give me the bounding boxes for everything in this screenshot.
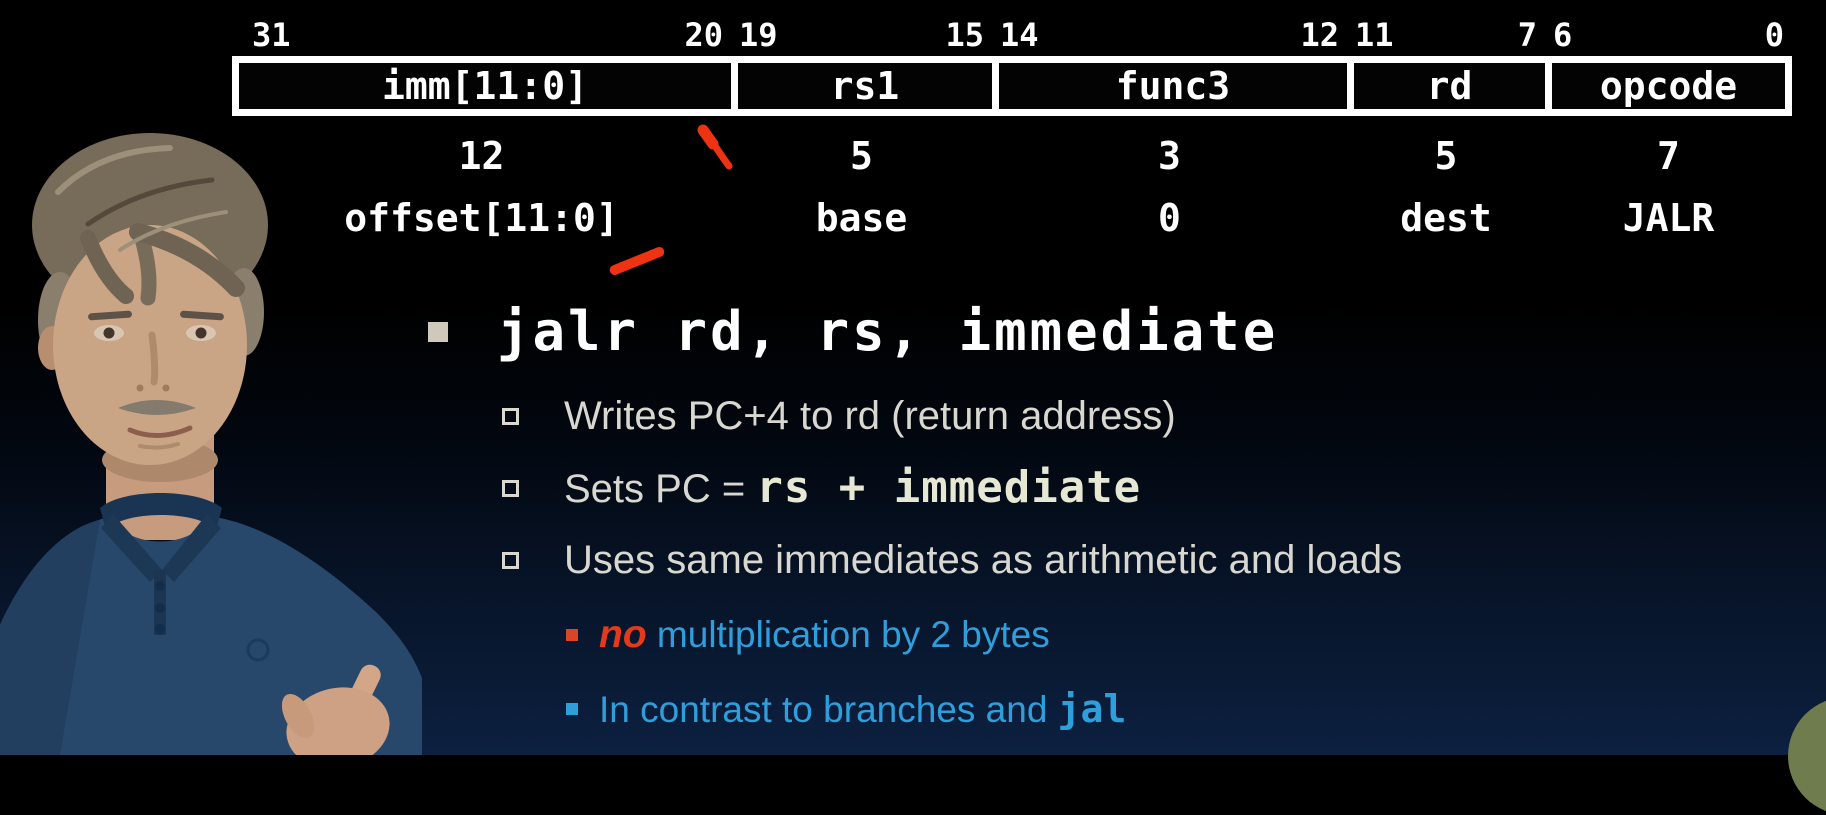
presenter-hand <box>281 664 390 755</box>
hollow-square-bullet-icon <box>502 480 519 497</box>
square-bullet-icon <box>428 322 448 342</box>
presenter-head <box>32 133 268 465</box>
field-bit-width: 5 <box>1434 134 1458 178</box>
bullet-text: In contrast to branches and jal <box>599 686 1126 733</box>
presenter-photo <box>0 133 422 755</box>
bit-hi-label: 14 <box>1000 16 1039 54</box>
bullet-writes-pc: Writes PC+4 to rd (return address) <box>502 392 1176 440</box>
field-operand-label: offset[11:0] <box>344 196 619 240</box>
field-name-cell: imm[11:0] <box>232 56 731 116</box>
bit-hi-label: 11 <box>1355 16 1394 54</box>
bit-hi-label: 31 <box>252 16 291 54</box>
field-bit-width: 5 <box>850 134 873 178</box>
field-bit-width: 7 <box>1657 134 1680 178</box>
hollow-square-bullet-icon <box>502 408 519 425</box>
field-bit-width: 3 <box>1158 134 1181 178</box>
field-column-rs1: 19 15 rs1 5 base <box>731 8 992 240</box>
bullet-no-multiplication: no multiplication by 2 bytes <box>566 612 1050 658</box>
bullet-text-rest: multiplication by 2 bytes <box>646 614 1050 655</box>
bullet-in-contrast: In contrast to branches and jal <box>566 686 1126 733</box>
bit-range-labels: 6 0 <box>1545 8 1792 56</box>
bit-lo-label: 0 <box>1764 16 1784 54</box>
bit-range-labels: 19 15 <box>731 8 992 56</box>
hollow-square-bullet-icon <box>502 552 519 569</box>
bullet-text-prefix: In contrast to branches and <box>599 689 1058 730</box>
emphasis-no: no <box>599 613 647 656</box>
inline-code: rs + immediate <box>756 462 1142 513</box>
field-name-cell: rs1 <box>731 56 992 116</box>
bullet-text: Writes PC+4 to rd (return address) <box>564 394 1176 438</box>
field-bit-width: 12 <box>458 134 505 178</box>
field-operand-label: JALR <box>1622 196 1715 240</box>
field-operand-label: dest <box>1400 196 1492 240</box>
bit-lo-label: 12 <box>1300 16 1339 54</box>
red-annotation-arrow <box>697 124 733 170</box>
field-column-opcode: 6 0 opcode 7 JALR <box>1545 8 1792 240</box>
field-name-cell: func3 <box>992 56 1347 116</box>
jalr-syntax-heading: jalr rd, rs, immediate <box>497 300 1279 363</box>
field-operand-label: base <box>815 196 908 240</box>
field-name-cell: rd <box>1347 56 1545 116</box>
bit-range-labels: 14 12 <box>992 8 1347 56</box>
blue-square-bullet-icon <box>566 703 578 715</box>
bullet-text: Sets PC = rs + immediate <box>564 464 1141 513</box>
field-operand-label: 0 <box>1158 196 1181 240</box>
bullet-sets-pc: Sets PC = rs + immediate <box>502 464 1141 513</box>
green-corner-badge <box>1788 697 1826 815</box>
field-column-func3: 14 12 func3 3 0 <box>992 8 1347 240</box>
bit-range-labels: 11 7 <box>1347 8 1545 56</box>
field-name-cell: opcode <box>1545 56 1792 116</box>
bit-hi-label: 19 <box>739 16 778 54</box>
bit-lo-label: 7 <box>1517 16 1537 54</box>
bullet-same-immediates: Uses same immediates as arithmetic and l… <box>502 536 1402 584</box>
bit-lo-label: 15 <box>945 16 984 54</box>
bullet-text-prefix: Sets PC = <box>564 467 757 511</box>
instruction-format-table: 31 20 imm[11:0] 12 offset[11:0] 19 15 rs… <box>232 8 1792 240</box>
red-annotation-underline <box>608 245 666 277</box>
bullet-text: Uses same immediates as arithmetic and l… <box>564 538 1403 582</box>
field-column-rd: 11 7 rd 5 dest <box>1347 8 1545 240</box>
bit-range-labels: 31 20 <box>232 8 731 56</box>
inline-code: jal <box>1057 687 1127 731</box>
field-column-imm: 31 20 imm[11:0] 12 offset[11:0] <box>232 8 731 240</box>
bit-hi-label: 6 <box>1553 16 1573 54</box>
heading-row: jalr rd, rs, immediate <box>428 296 1278 368</box>
bullet-text: no multiplication by 2 bytes <box>599 612 1050 658</box>
red-square-bullet-icon <box>566 629 578 641</box>
bit-lo-label: 20 <box>684 16 723 54</box>
shirt-logo <box>246 638 270 662</box>
